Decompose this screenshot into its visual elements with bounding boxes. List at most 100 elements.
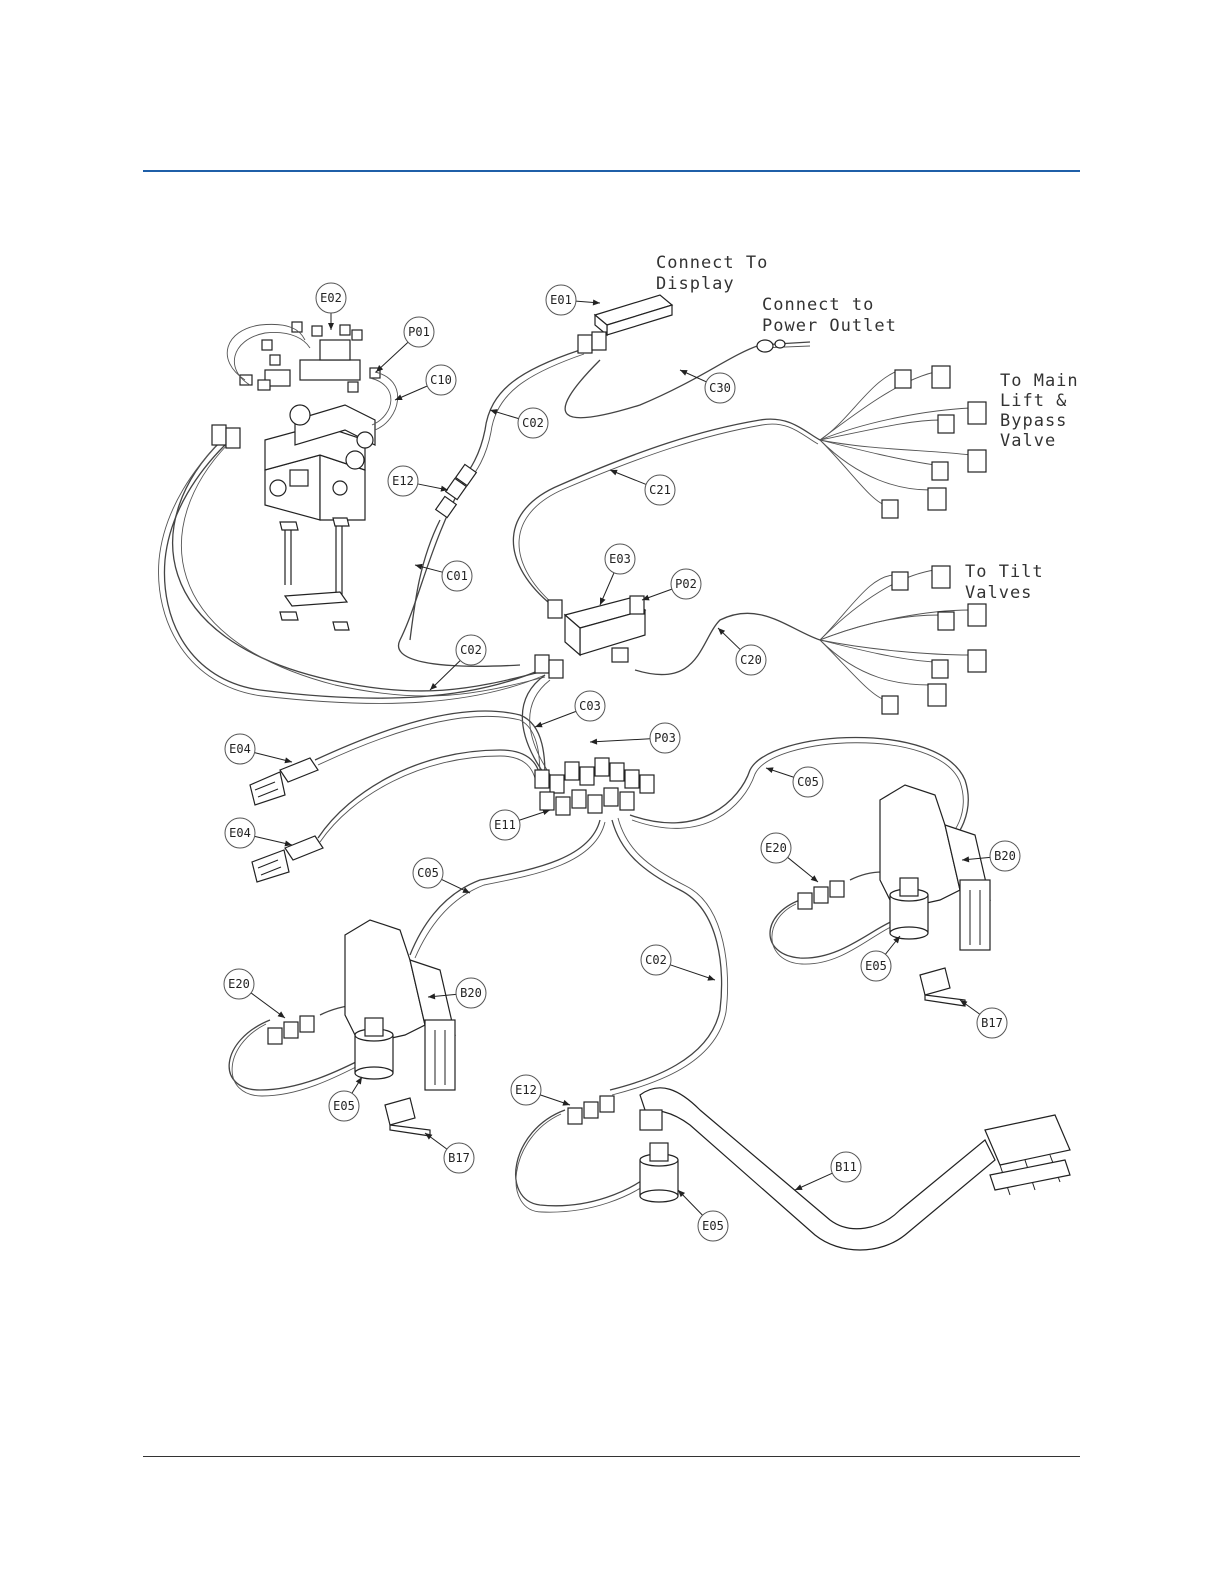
svg-text:Power Outlet: Power Outlet bbox=[762, 316, 897, 336]
callout-arrowhead bbox=[542, 809, 550, 815]
callout-arrowhead bbox=[610, 470, 618, 476]
callout-label: E05 bbox=[702, 1219, 724, 1233]
callout-b17-a: B17 bbox=[960, 1000, 1007, 1038]
callout-label: C02 bbox=[460, 643, 482, 657]
callout-label: C01 bbox=[446, 569, 468, 583]
svg-text:Display: Display bbox=[656, 274, 735, 294]
callout-arrowhead bbox=[328, 323, 334, 330]
callout-c05-b: C05 bbox=[413, 858, 470, 893]
callout-label: C20 bbox=[740, 653, 762, 667]
callout-label: C03 bbox=[579, 699, 601, 713]
callout-leader bbox=[670, 965, 715, 980]
sensor-e04-upper bbox=[250, 758, 318, 805]
callout-label: C05 bbox=[797, 775, 819, 789]
callout-label: E04 bbox=[229, 826, 251, 840]
main-lift-connectors bbox=[882, 366, 986, 518]
callout-b17-b: B17 bbox=[425, 1133, 474, 1173]
callout-arrowhead bbox=[278, 1011, 285, 1018]
cable-e04-upper bbox=[315, 711, 545, 780]
svg-text:Valves: Valves bbox=[965, 583, 1032, 603]
callout-label: C02 bbox=[522, 416, 544, 430]
callout-label: E05 bbox=[333, 1099, 355, 1113]
callout-label: E04 bbox=[229, 742, 251, 756]
callout-label: C21 bbox=[649, 483, 671, 497]
callout-c03: C03 bbox=[535, 691, 605, 727]
svg-text:Valve: Valve bbox=[1000, 431, 1056, 451]
callout-label: C30 bbox=[709, 381, 731, 395]
callout-label: E05 bbox=[865, 959, 887, 973]
callout-e04-b: E04 bbox=[225, 818, 292, 848]
callout-b11: B11 bbox=[795, 1152, 861, 1190]
callout-arrowhead bbox=[766, 767, 774, 773]
callout-arrowhead bbox=[593, 299, 600, 305]
callout-label: P03 bbox=[654, 731, 676, 745]
callout-e04-a: E04 bbox=[225, 734, 292, 764]
callout-arrowhead bbox=[356, 1077, 362, 1085]
callout-arrowhead bbox=[535, 722, 543, 728]
callout-e20-a: E20 bbox=[761, 833, 818, 882]
svg-text:To Tilt: To Tilt bbox=[965, 562, 1044, 582]
callout-e05-b: E05 bbox=[329, 1077, 362, 1121]
valve-block-assembly bbox=[212, 322, 398, 630]
callout-p02: P02 bbox=[642, 569, 701, 600]
svg-text:Connect To: Connect To bbox=[656, 253, 768, 273]
callout-arrowhead bbox=[425, 1133, 432, 1140]
callout-c20: C20 bbox=[718, 628, 766, 675]
callout-c02-b: C02 bbox=[430, 635, 486, 690]
callout-label: C02 bbox=[645, 953, 667, 967]
bracket-assembly-right bbox=[798, 785, 990, 1006]
callout-p01: P01 bbox=[376, 317, 434, 372]
callout-label: B11 bbox=[835, 1160, 857, 1174]
callout-label: C10 bbox=[430, 373, 452, 387]
callout-c10: C10 bbox=[395, 365, 456, 400]
bracket-assembly-left bbox=[268, 920, 455, 1136]
note-connect-display: Connect To Display bbox=[656, 253, 768, 294]
inline-connector-e12-lower bbox=[568, 1096, 614, 1124]
junction-module-e03 bbox=[535, 596, 645, 678]
callout-arrowhead bbox=[490, 409, 498, 415]
svg-text:Connect to: Connect to bbox=[762, 295, 874, 315]
callout-label: B17 bbox=[448, 1151, 470, 1165]
callout-leader bbox=[590, 739, 650, 742]
note-connect-power: Connect to Power Outlet bbox=[762, 295, 897, 336]
callout-label: C05 bbox=[417, 866, 439, 880]
callout-e12-b: E12 bbox=[511, 1075, 570, 1106]
callout-label: E11 bbox=[494, 818, 516, 832]
callout-e05-c: E05 bbox=[678, 1190, 728, 1241]
note-tilt-valves: To Tilt Valves bbox=[965, 562, 1044, 603]
callout-label: E20 bbox=[765, 841, 787, 855]
callout-label: B20 bbox=[460, 986, 482, 1000]
callout-c21: C21 bbox=[610, 470, 675, 505]
callout-c02-a: C02 bbox=[490, 408, 548, 438]
callout-c05-a: C05 bbox=[766, 767, 823, 797]
callout-label: B20 bbox=[994, 849, 1016, 863]
callout-label: E12 bbox=[392, 474, 414, 488]
callout-label: E02 bbox=[320, 291, 342, 305]
distribution-hub-e11 bbox=[535, 758, 654, 815]
callout-p03: P03 bbox=[590, 723, 680, 753]
callout-arrowhead bbox=[562, 1100, 570, 1106]
callout-c02-c: C02 bbox=[641, 945, 715, 981]
callout-e05-a: E05 bbox=[861, 936, 900, 981]
callout-arrowhead bbox=[707, 975, 715, 981]
speed-sensor-e05-center bbox=[640, 1143, 678, 1202]
callout-label: P01 bbox=[408, 325, 430, 339]
callout-e02: E02 bbox=[316, 283, 346, 330]
callout-arrowhead bbox=[284, 757, 292, 763]
callout-label: E03 bbox=[609, 552, 631, 566]
power-plug bbox=[757, 340, 785, 352]
svg-text:To Main: To Main bbox=[1000, 371, 1079, 391]
cable-e20-right bbox=[770, 900, 895, 958]
svg-text:Bypass: Bypass bbox=[1000, 411, 1067, 431]
callout-label: E20 bbox=[228, 977, 250, 991]
cable-c21 bbox=[513, 419, 820, 602]
callout-e01: E01 bbox=[546, 285, 600, 315]
callout-e20-b: E20 bbox=[224, 969, 285, 1018]
callout-arrowhead bbox=[590, 739, 597, 745]
callout-label: B17 bbox=[981, 1016, 1003, 1030]
cable-c20 bbox=[635, 613, 820, 674]
note-main-lift: To Main Lift & Bypass Valve bbox=[1000, 371, 1079, 451]
callout-c30: C30 bbox=[680, 370, 735, 403]
callout-label: E01 bbox=[550, 293, 572, 307]
